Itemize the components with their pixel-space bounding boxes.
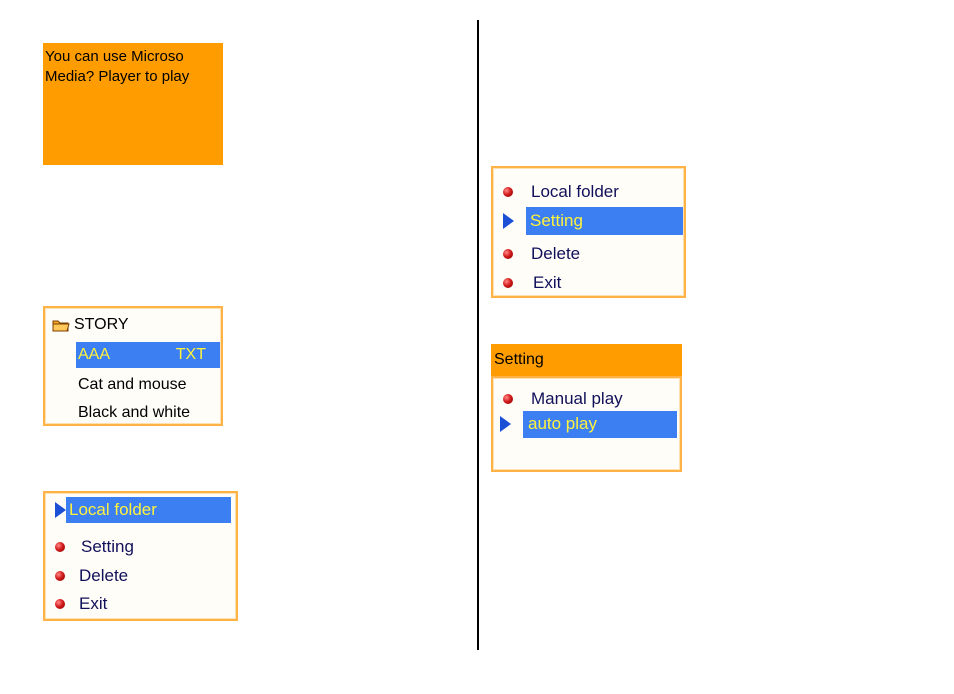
- menu-item-delete[interactable]: Delete: [503, 241, 580, 267]
- story-list-panel: STORY AAA TXT Cat and mouse Black and wh…: [43, 306, 223, 426]
- setting-option-label: auto play: [523, 411, 677, 438]
- bullet-icon: [503, 187, 513, 197]
- setting-panel-title: Setting: [491, 344, 682, 376]
- story-item[interactable]: Black and white: [78, 400, 190, 426]
- menu-item-delete[interactable]: Delete: [55, 563, 128, 589]
- story-item-label: Black and white: [78, 404, 190, 422]
- bullet-icon: [55, 599, 65, 609]
- folder-icon: [52, 319, 70, 332]
- menu-item-label: Setting: [81, 537, 134, 557]
- bullet-icon: [503, 394, 513, 404]
- main-menu-right: Local folder Setting Delete Exit: [491, 166, 686, 298]
- menu-item-label: Local folder: [531, 182, 619, 202]
- setting-panel: Manual play auto play: [491, 376, 682, 472]
- menu-item-local-folder[interactable]: Local folder: [55, 497, 231, 523]
- folder-name: STORY: [74, 316, 129, 334]
- story-item-ext: TXT: [176, 346, 206, 364]
- bullet-icon: [503, 278, 513, 288]
- menu-item-label: Local folder: [66, 497, 231, 523]
- menu-item-setting[interactable]: Setting: [55, 534, 134, 560]
- story-item-label: Cat and mouse: [78, 376, 187, 394]
- selection-arrow-icon: [503, 213, 514, 229]
- story-item-selected[interactable]: AAA TXT: [76, 342, 220, 368]
- bullet-icon: [55, 542, 65, 552]
- message-box: You can use Microso Media? Player to pla…: [43, 43, 223, 165]
- main-menu-left: Local folder Setting Delete Exit: [43, 491, 238, 621]
- bullet-icon: [55, 571, 65, 581]
- menu-item-label: Delete: [531, 244, 580, 264]
- message-line-2: Media? Player to play: [45, 67, 221, 87]
- menu-item-label: Exit: [79, 594, 107, 614]
- vertical-divider: [477, 20, 479, 650]
- menu-item-label: Exit: [533, 273, 561, 293]
- story-item[interactable]: Cat and mouse: [78, 372, 187, 398]
- folder-header[interactable]: STORY: [52, 312, 222, 338]
- setting-option-manual-play[interactable]: Manual play: [503, 386, 623, 412]
- menu-item-label: Setting: [526, 207, 683, 235]
- message-line-1: You can use Microso: [45, 47, 221, 67]
- setting-option-auto-play[interactable]: auto play: [500, 411, 677, 437]
- setting-option-label: Manual play: [531, 389, 623, 409]
- selection-arrow-icon: [500, 416, 511, 432]
- menu-item-label: Delete: [79, 566, 128, 586]
- story-item-name: AAA: [78, 346, 110, 364]
- selection-arrow-icon: [55, 502, 66, 518]
- menu-item-setting[interactable]: Setting: [503, 208, 683, 234]
- bullet-icon: [503, 249, 513, 259]
- menu-item-local-folder[interactable]: Local folder: [503, 179, 619, 205]
- menu-item-exit[interactable]: Exit: [503, 270, 561, 296]
- menu-item-exit[interactable]: Exit: [55, 591, 107, 617]
